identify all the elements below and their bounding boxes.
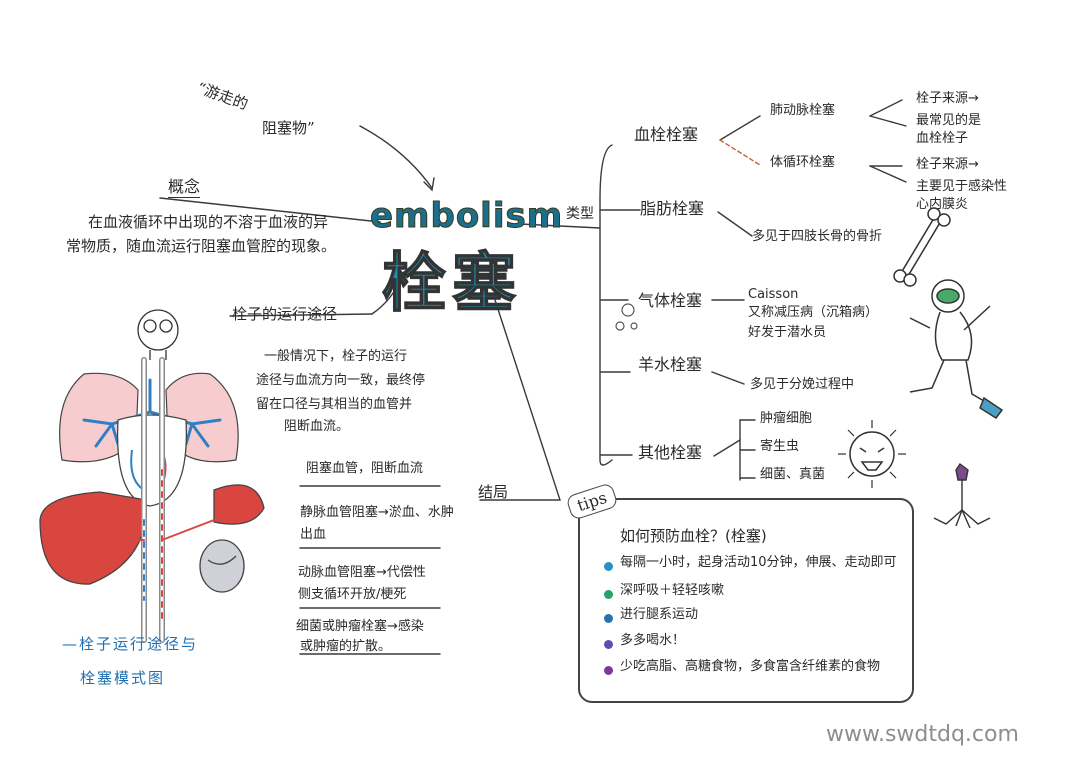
tips-bullet-5 <box>604 666 613 675</box>
quote-line-2: 阻塞物” <box>262 119 315 137</box>
tips-item-2: 深呼吸＋轻轻咳嗽 <box>620 583 725 598</box>
outcome-item-5: 侧支循环开放/梗死 <box>298 587 407 602</box>
tips-bullet-4 <box>604 640 613 649</box>
gas-note-3: 好发于潜水员 <box>748 325 827 340</box>
thrombo-sys-note-2: 心内膜炎 <box>916 197 969 212</box>
type-fat: 脂肪栓塞 <box>640 199 705 218</box>
vessels-illustration <box>59 357 215 643</box>
quote-arrow <box>359 125 433 189</box>
types-branch-line <box>519 223 601 229</box>
thrombo-pulm-note-2: 血栓栓子 <box>916 131 969 146</box>
liver-illustration <box>39 491 147 585</box>
outcome-item-4: 动脉血管阻塞→代偿性 <box>298 565 426 580</box>
illustration-caption-1: —栓子运行途径与 <box>62 635 199 653</box>
bacteriophage-icon <box>933 462 991 529</box>
tips-item-5: 少吃高脂、高糖食物，多食富含纤维素的食物 <box>620 659 881 674</box>
title-chinese: 栓塞 <box>381 246 522 322</box>
thrombo-pulmonary: 肺动脉栓塞 <box>770 103 836 118</box>
intestine-illustration <box>199 539 245 593</box>
other-item-2: 寄生虫 <box>760 439 800 454</box>
spleen-illustration <box>213 484 265 525</box>
tips-item-1: 每隔一小时，起身活动10分钟，伸展、走动即可 <box>620 555 897 570</box>
types-label: 类型 <box>566 206 594 222</box>
outcome-item-2: 静脉血管阻塞→淤血、水肿 <box>300 505 454 520</box>
types-trunk <box>599 144 613 466</box>
route-line-2: 途径与血流方向一致，最终停 <box>256 373 426 388</box>
virus-icon <box>838 420 906 488</box>
route-line-4: 阻断血流。 <box>284 419 350 434</box>
illustration-caption-2: 栓塞模式图 <box>80 669 166 687</box>
thrombo-pulm-source: 栓子来源→ <box>916 91 979 106</box>
title-english: embolism <box>369 196 564 237</box>
fat-note: 多见于四肢长骨的骨折 <box>752 229 883 244</box>
gas-note-1: Caisson <box>748 287 799 302</box>
thrombo-sys-source: 栓子来源→ <box>916 157 979 172</box>
tips-box <box>578 498 914 703</box>
other-item-1: 肿瘤细胞 <box>760 411 813 426</box>
route-line-3: 留在口径与其相当的血管并 <box>256 397 413 412</box>
outcome-label: 结局 <box>478 483 509 501</box>
outcome-branch-line <box>479 299 561 501</box>
amniotic-note: 多见于分娩过程中 <box>750 377 855 392</box>
outcome-item-1: 阻塞血管，阻断血流 <box>306 461 424 476</box>
tips-heading: 如何预防血栓？(栓塞) <box>620 527 767 545</box>
tips-item-4: 多多喝水！ <box>620 633 686 648</box>
tips-bullet-3 <box>604 614 613 623</box>
thrombo-systemic: 体循环栓塞 <box>770 155 836 170</box>
watermark: www.swdtdq.com <box>826 722 1019 747</box>
concept-branch-line <box>159 197 381 223</box>
bone-icon <box>893 207 951 287</box>
outcome-item-6: 细菌或肿瘤栓塞→感染 <box>296 619 424 634</box>
type-amniotic: 羊水栓塞 <box>638 355 703 374</box>
route-line-1: 一般情况下，栓子的运行 <box>264 349 408 364</box>
outcome-item-7: 或肿瘤的扩散。 <box>300 639 392 654</box>
concept-line-1: 在血液循环中出现的不溶于血液的异 <box>88 213 329 231</box>
thrombo-pulm-note-1: 最常见的是 <box>916 113 982 128</box>
brain-illustration <box>137 309 179 360</box>
tips-bullet-2 <box>604 590 613 599</box>
tips-item-3: 进行腿系运动 <box>620 607 699 622</box>
other-item-3: 细菌、真菌 <box>760 467 826 482</box>
concept-heading: 概念 <box>168 177 201 199</box>
route-branch-line <box>229 313 373 317</box>
route-heading: 栓子的运行途径 <box>232 305 338 323</box>
heart-illustration <box>116 414 188 507</box>
diver-icon <box>909 279 1004 420</box>
type-thrombo: 血栓栓塞 <box>634 125 699 144</box>
tips-bullet-1 <box>604 562 613 571</box>
gas-note-2: 又称减压病（沉箱病） <box>748 305 879 320</box>
concept-line-2: 常物质，随血流运行阻塞血管腔的现象。 <box>66 237 337 255</box>
type-other: 其他栓塞 <box>638 443 703 462</box>
bubbles-icon <box>615 303 638 331</box>
outcome-item-3: 出血 <box>300 527 327 542</box>
type-gas: 气体栓塞 <box>638 291 703 310</box>
thrombo-sys-note-1: 主要见于感染性 <box>916 179 1008 194</box>
